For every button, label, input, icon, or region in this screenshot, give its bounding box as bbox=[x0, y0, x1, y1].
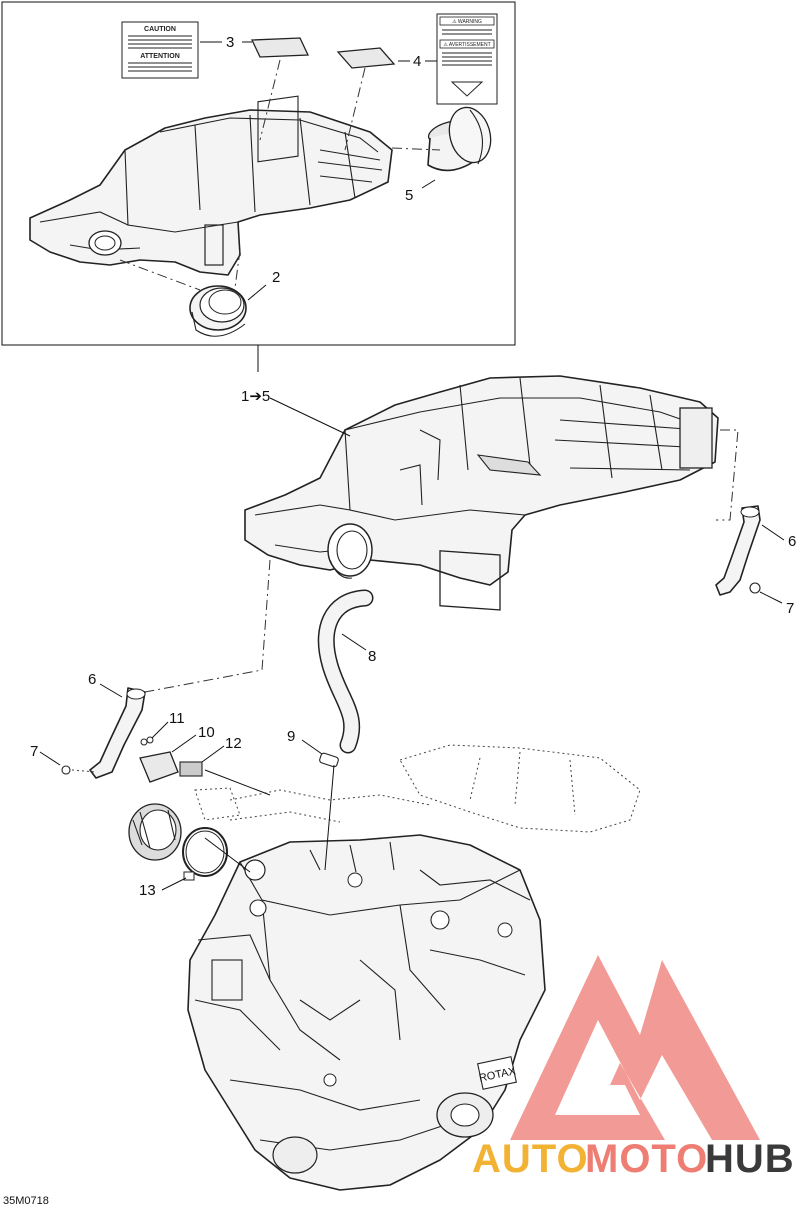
callout-6-right: 6 bbox=[788, 533, 796, 550]
filter-element-part-5 bbox=[427, 106, 492, 172]
hose-part-8 bbox=[317, 589, 374, 754]
engine-block: ROTAX bbox=[187, 834, 546, 1191]
sleeve-part-2 bbox=[189, 285, 247, 337]
logo-word-hub: HUB bbox=[705, 1137, 795, 1181]
bracket-part-6-left bbox=[89, 687, 146, 779]
decal-part-3 bbox=[250, 37, 310, 58]
assembly-callout: 1➔5 bbox=[241, 388, 270, 405]
logo-word-moto: MOTO bbox=[585, 1137, 708, 1181]
sensor-part-12 bbox=[179, 761, 203, 777]
plug-part-9 bbox=[319, 752, 339, 768]
airbox-detail-view bbox=[29, 95, 393, 276]
caution-label: CAUTION ATTENTION bbox=[121, 21, 199, 79]
automotohub-logo bbox=[510, 955, 760, 1140]
warning-head: ⚠ WARNING bbox=[452, 19, 482, 25]
bracket-part-6-right bbox=[715, 505, 761, 596]
inlet-coupling bbox=[128, 803, 182, 861]
screw-part-7-left bbox=[61, 765, 71, 775]
figure-reference: 35M0718 bbox=[3, 1195, 49, 1207]
callout-2: 2 bbox=[272, 269, 280, 286]
screw-part-11 bbox=[140, 736, 154, 746]
decal-part-4 bbox=[336, 47, 396, 69]
airbox-assembly bbox=[244, 375, 719, 611]
callout-13: 13 bbox=[139, 882, 156, 899]
callout-12: 12 bbox=[225, 735, 242, 752]
callout-11: 11 bbox=[169, 710, 185, 727]
callout-6-left: 6 bbox=[88, 671, 96, 688]
clamp-part-13 bbox=[182, 827, 228, 881]
caution-head: CAUTION bbox=[144, 26, 176, 33]
attention-head: ATTENTION bbox=[140, 53, 180, 60]
callout-3: 3 bbox=[226, 34, 234, 51]
callout-8: 8 bbox=[368, 648, 376, 665]
logo-triangle bbox=[510, 955, 760, 1140]
callout-10: 10 bbox=[198, 724, 215, 741]
callout-7-left: 7 bbox=[30, 743, 38, 760]
callout-5: 5 bbox=[405, 187, 413, 204]
callout-4: 4 bbox=[413, 53, 421, 70]
screw-part-7-right bbox=[749, 582, 761, 594]
avertissement-head: ⚠ AVERTISSEMENT bbox=[443, 42, 490, 48]
callout-7-right: 7 bbox=[786, 600, 794, 617]
warning-label: ⚠ WARNING ⚠ AVERTISSEMENT bbox=[436, 13, 498, 105]
callout-9: 9 bbox=[287, 728, 295, 745]
logo-word-auto: AUTO bbox=[472, 1137, 589, 1181]
bracket-part-10 bbox=[139, 751, 179, 783]
background-parts-silhouette bbox=[194, 744, 641, 833]
